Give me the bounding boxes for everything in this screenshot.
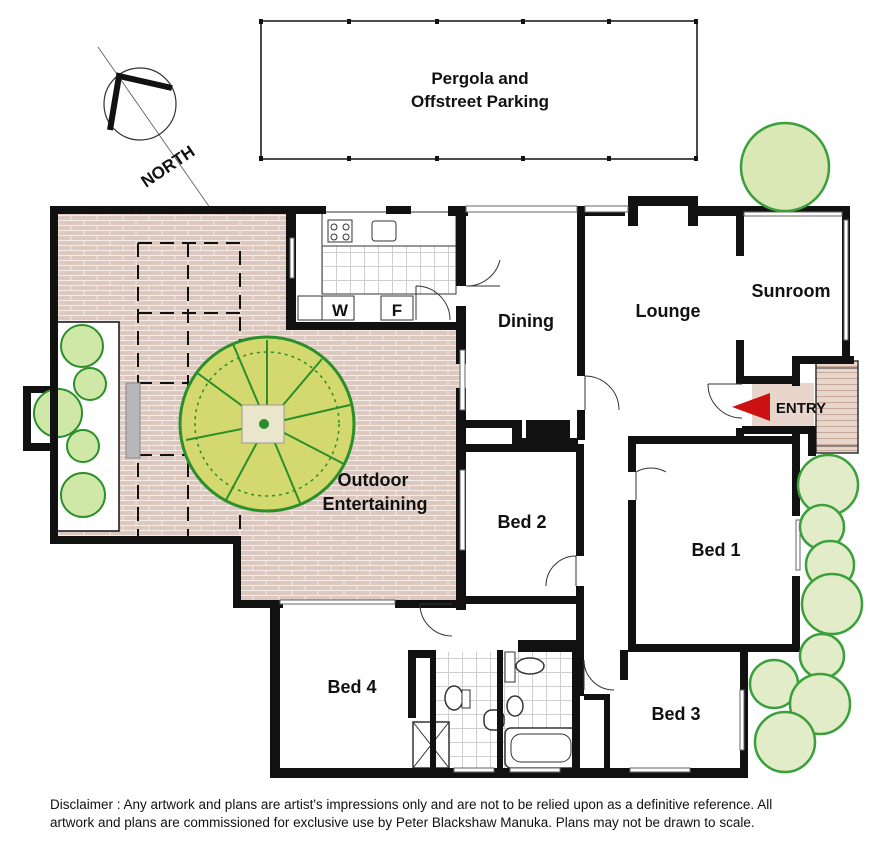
compass-north-label: NORTH bbox=[138, 142, 199, 192]
door-swings bbox=[419, 259, 743, 691]
fridge-label: F bbox=[392, 301, 402, 320]
room-labels: Dining Lounge Sunroom ENTRY Outdoor Ente… bbox=[322, 281, 830, 724]
room-outdoor-line1: Outdoor bbox=[338, 470, 409, 490]
disclaimer-line2: artwork and plans are commissioned for e… bbox=[50, 815, 755, 830]
room-bed4: Bed 4 bbox=[327, 677, 376, 697]
room-outdoor-line2: Entertaining bbox=[322, 494, 427, 514]
pergola: Pergola and Offstreet Parking bbox=[259, 19, 698, 161]
courtyard-tree bbox=[178, 335, 356, 513]
trees-east bbox=[739, 121, 864, 774]
room-bed2: Bed 2 bbox=[497, 512, 546, 532]
room-dining: Dining bbox=[498, 311, 554, 331]
room-bed1: Bed 1 bbox=[691, 540, 740, 560]
bathrooms bbox=[412, 651, 578, 769]
disclaimer: Disclaimer : Any artwork and plans are a… bbox=[50, 796, 830, 832]
entry-deck bbox=[752, 360, 859, 454]
floor-plan: Pergola and Offstreet Parking NORTH bbox=[23, 19, 864, 778]
disclaimer-line1: Disclaimer : Any artwork and plans are a… bbox=[50, 797, 773, 812]
kitchen-laundry: W F bbox=[297, 211, 457, 321]
washer-label: W bbox=[332, 301, 349, 320]
pergola-label-line1: Pergola and bbox=[431, 69, 528, 88]
pergola-label-line2: Offstreet Parking bbox=[411, 92, 549, 111]
room-sunroom: Sunroom bbox=[752, 281, 831, 301]
room-bed3: Bed 3 bbox=[651, 704, 700, 724]
compass-arrow-icon bbox=[107, 72, 173, 131]
room-lounge: Lounge bbox=[636, 301, 701, 321]
room-entry: ENTRY bbox=[776, 400, 826, 417]
windows bbox=[279, 205, 849, 773]
entry-arrow-icon bbox=[732, 393, 770, 421]
